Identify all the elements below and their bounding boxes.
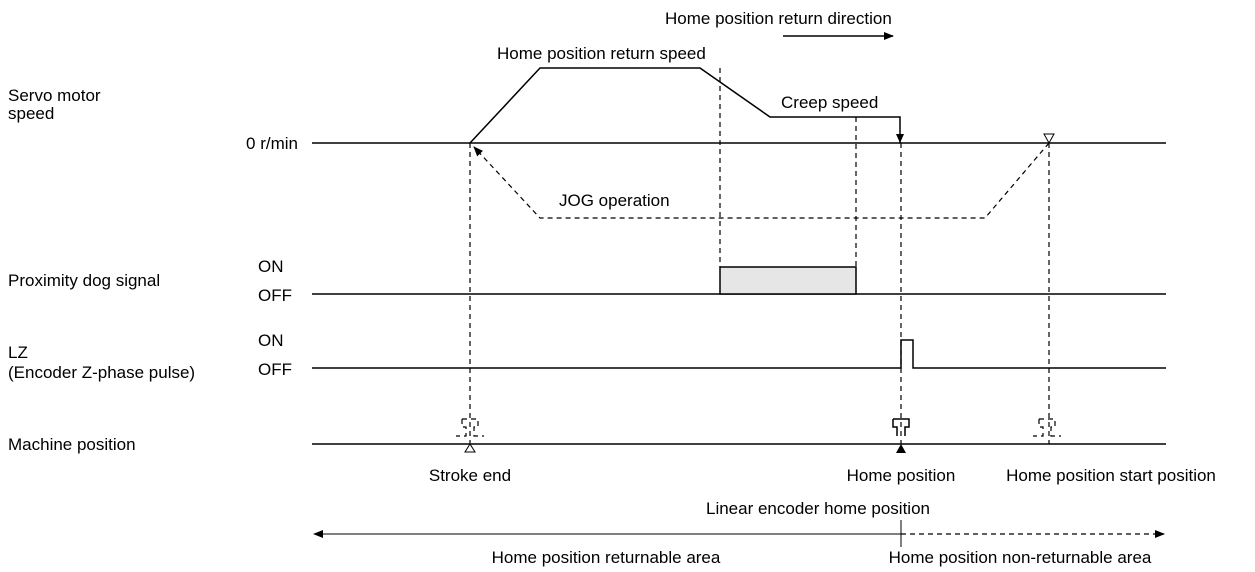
- start-position-marker: [1043, 133, 1055, 145]
- stroke-end-marker: [464, 443, 476, 453]
- proximity-dog-label: Proximity dog signal: [8, 271, 160, 290]
- creep-speed-label: Creep speed: [781, 93, 878, 112]
- lz-label: LZ: [8, 343, 28, 362]
- proximity-off-label: OFF: [258, 286, 292, 305]
- lz-description: (Encoder Z-phase pulse): [8, 363, 195, 382]
- lz-signal: [312, 339, 1166, 369]
- speed-stop-arrowhead: [896, 134, 904, 143]
- stroke-end-fixture: [456, 418, 484, 437]
- speed-profile: [469, 67, 901, 144]
- zero-speed-label: 0 r/min: [246, 134, 298, 153]
- proximity-dog-on-pulse: [719, 266, 857, 295]
- servo-motor-speed-label: Servo motor speed: [8, 86, 105, 123]
- jog-operation-profile: [473, 142, 1050, 219]
- home-position-fixture: [892, 418, 910, 436]
- returnable-area-label: Home position returnable area: [492, 548, 721, 567]
- stroke-end-label: Stroke end: [429, 466, 511, 485]
- machine-position-label: Machine position: [8, 435, 136, 454]
- non-returnable-area-label: Home position non-returnable area: [889, 548, 1152, 567]
- linear-encoder-home-label: Linear encoder home position: [706, 499, 930, 518]
- servo-motor-speed-line1: Servo motor: [8, 86, 101, 105]
- lz-off-label: OFF: [258, 360, 292, 379]
- servo-motor-speed-line2: speed: [8, 104, 54, 123]
- lz-on-label: ON: [258, 331, 284, 350]
- return-direction-label: Home position return direction: [665, 9, 892, 28]
- start-position-label: Home position start position: [1006, 466, 1216, 485]
- proximity-on-label: ON: [258, 257, 284, 276]
- home-position-marker: [896, 444, 906, 453]
- jog-operation-label: JOG operation: [559, 191, 670, 210]
- start-position-fixture: [1033, 418, 1061, 437]
- home-position-label: Home position: [847, 466, 956, 485]
- return-speed-label: Home position return speed: [497, 44, 706, 63]
